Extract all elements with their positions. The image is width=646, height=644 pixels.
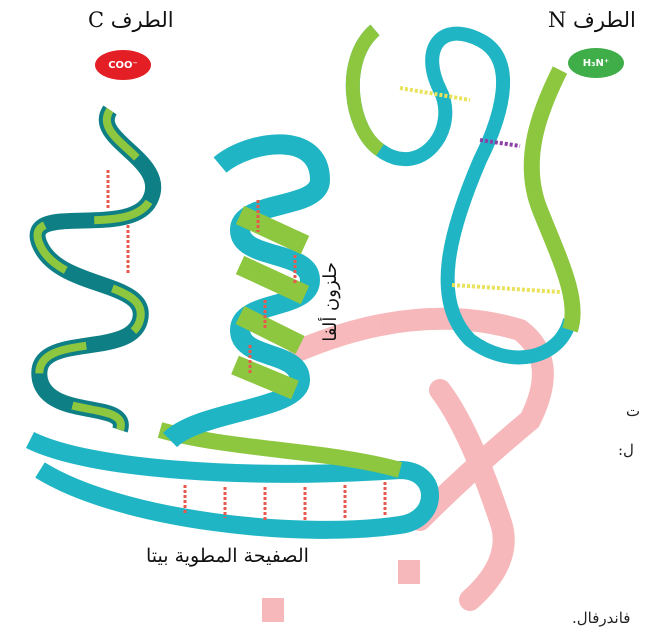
coo-badge: COO⁻ [95, 50, 151, 80]
alpha-helix-label: حلزون ألفا [320, 262, 341, 342]
c-terminus-coil [38, 110, 154, 430]
beta-sheet-label: الصفيحة المطوية بيتا [146, 545, 309, 567]
n-terminus-label: الطرف N [548, 8, 636, 32]
h3n-badge: H₃N⁺ [568, 48, 624, 78]
n-terminus-loop [353, 30, 573, 357]
c-terminus-label: الطرف C [88, 8, 174, 32]
alpha-helix [170, 144, 320, 440]
beta-sheet [30, 430, 430, 530]
cut-text-line2: ل: [618, 441, 634, 459]
cut-text-line3: فاندرفال. [572, 609, 630, 627]
cut-text-line1: ت [626, 402, 640, 420]
